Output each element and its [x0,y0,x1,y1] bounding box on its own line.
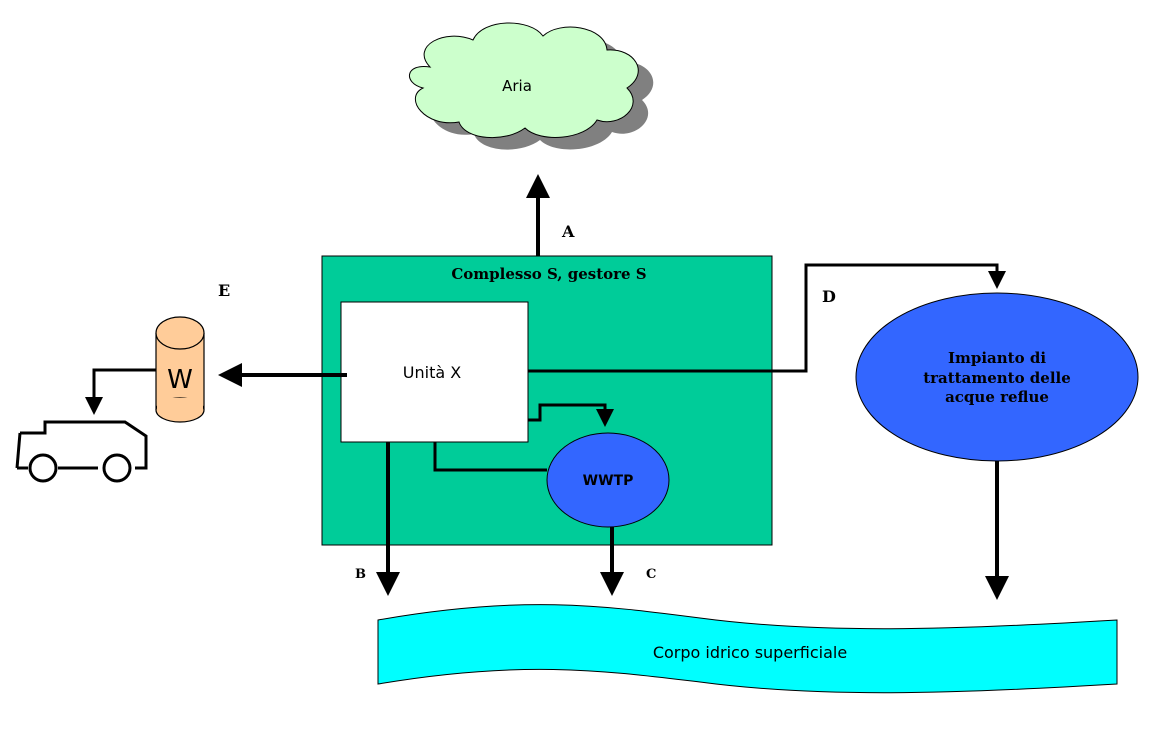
truck-wheel-rear [28,453,58,483]
surface-water-label: Corpo idrico superficiale [653,643,847,662]
waste-container-top [155,316,205,350]
air-cloud: Aria [408,22,654,150]
external-plant-line-3: acque reflue [945,388,1049,406]
unit-to-wwtp-arrow [528,403,614,427]
flow-label-b: B [355,567,366,582]
surface-water-body [377,604,1118,694]
complex-title: Complesso S, gestore S [451,265,646,283]
unit-x-label: Unità X [403,363,461,382]
truck-icon [15,420,148,483]
unit-x-box [340,301,529,443]
flow-label-c: C [646,567,656,582]
waste-container: W [155,316,205,423]
air-cloud-body [408,22,639,139]
waste-container-label: W [167,365,193,395]
flow-label-a: A [561,222,575,241]
flow-label-e: E [218,281,230,300]
wwtp-ellipse [546,432,670,528]
container-to-truck-arrow [85,368,156,415]
flow-d-arrow [528,263,1006,373]
wwtp-label: WWTP [583,473,634,489]
external-plant-line-2: trattamento delle [923,369,1071,387]
truck-wheel-front [102,453,132,483]
unit-to-wwtp-lower-line [433,442,547,472]
flow-lines [85,174,1009,600]
external-plant-line-1: Impianto di [948,349,1046,367]
air-label: Aria [502,77,532,95]
flow-label-d: D [822,287,836,306]
